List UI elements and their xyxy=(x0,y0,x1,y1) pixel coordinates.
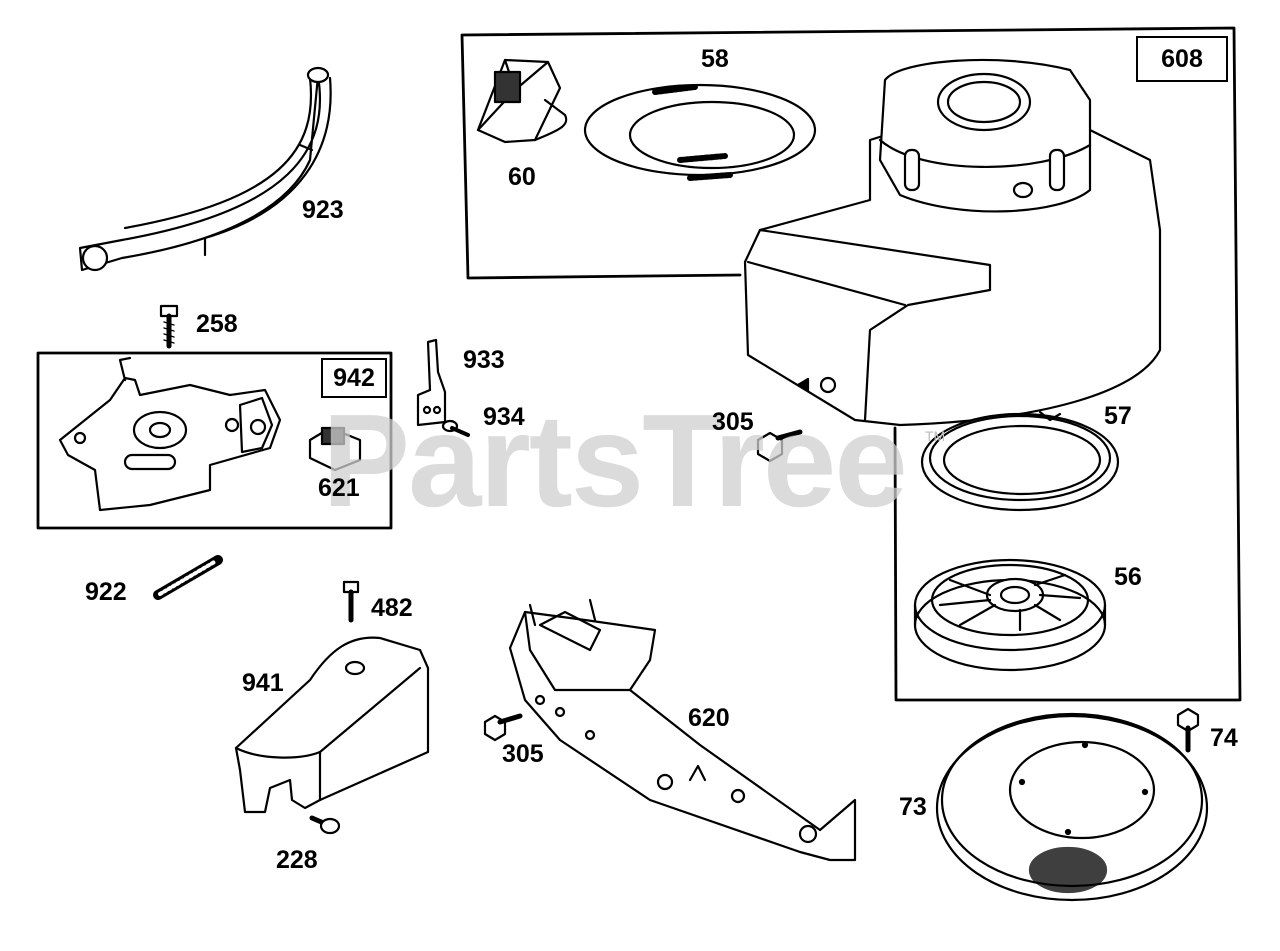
label-58: 58 xyxy=(701,45,729,73)
label-923: 923 xyxy=(302,196,344,224)
part-258-screw xyxy=(159,304,179,349)
part-305-screw-lower xyxy=(483,713,523,742)
part-620-bracket xyxy=(508,598,857,862)
part-941-cover xyxy=(234,636,430,814)
label-922: 922 xyxy=(85,578,127,606)
part-58-rope xyxy=(583,83,817,181)
label-56: 56 xyxy=(1114,563,1142,591)
part-942-control-plate xyxy=(58,356,282,512)
label-482: 482 xyxy=(371,594,413,622)
part-923-strap xyxy=(78,66,332,272)
part-621-clip xyxy=(308,426,362,472)
label-74: 74 xyxy=(1210,724,1238,752)
part-56-pulley xyxy=(913,558,1107,672)
kit-608-frame xyxy=(460,26,1242,702)
label-621: 621 xyxy=(318,474,360,502)
part-934-screw xyxy=(441,419,470,437)
part-60-starter-handle xyxy=(476,58,568,144)
label-60: 60 xyxy=(508,163,536,191)
label-258: 258 xyxy=(196,310,238,338)
part-228-screw xyxy=(309,815,341,835)
part-73-rotating-screen xyxy=(935,712,1209,902)
part-922-spring xyxy=(153,555,223,600)
label-57: 57 xyxy=(1104,402,1132,430)
label-941: 941 xyxy=(242,669,284,697)
label-305-lower: 305 xyxy=(502,740,544,768)
label-934: 934 xyxy=(483,403,525,431)
kit-label-608: 608 xyxy=(1136,36,1228,82)
watermark-trademark: TM xyxy=(925,428,946,444)
kit-942-frame xyxy=(36,351,393,530)
label-73: 73 xyxy=(899,793,927,821)
part-74-screw xyxy=(1176,707,1200,753)
part-305-screw-upper xyxy=(756,429,803,463)
part-608-blower-housing xyxy=(743,58,1162,427)
kit-label-942: 942 xyxy=(321,358,387,398)
part-57-recoil-spring xyxy=(920,410,1120,512)
part-482-screw xyxy=(342,580,360,623)
label-933: 933 xyxy=(463,346,505,374)
label-228: 228 xyxy=(276,846,318,874)
label-620: 620 xyxy=(688,704,730,732)
part-933-bracket xyxy=(416,338,447,427)
label-305-upper: 305 xyxy=(712,408,754,436)
